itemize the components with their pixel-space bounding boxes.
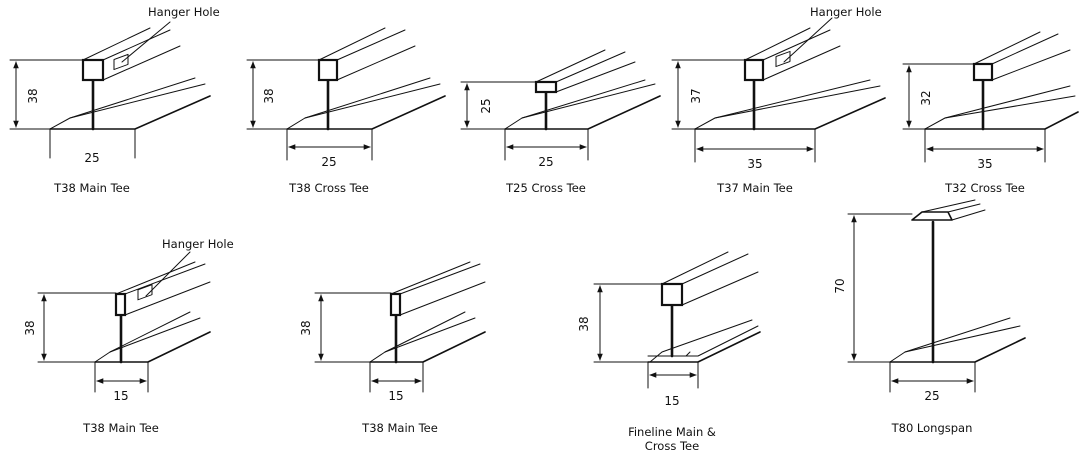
height-dimension: 32 [919, 90, 933, 105]
hanger-hole-label: Hanger Hole [148, 5, 220, 19]
profile-caption-line2: Cross Tee [645, 439, 699, 452]
width-dimension: 35 [977, 157, 992, 171]
profile-caption: T80 Longspan [891, 421, 973, 435]
profile-caption: T38 Main Tee [53, 181, 130, 195]
width-dimension: 25 [321, 155, 336, 169]
height-dimension: 38 [262, 88, 276, 103]
profile-caption: T32 Cross Tee [944, 181, 1025, 195]
profile-t38-cross-tee: 38 25 T38 Cross Tee [246, 27, 446, 195]
profile-caption-line1: Fineline Main & [628, 425, 716, 439]
profile-caption: T37 Main Tee [716, 181, 793, 195]
profile-fineline-tee: 38 15 Fineline Main & Cross Tee [577, 251, 761, 452]
height-dimension: 38 [26, 88, 40, 103]
height-dimension: 25 [479, 98, 493, 113]
height-dimension: 38 [577, 316, 591, 331]
profile-caption: T38 Main Tee [82, 421, 159, 435]
profile-caption: T38 Main Tee [361, 421, 438, 435]
height-dimension: 38 [299, 320, 313, 335]
profile-t37-main-tee: Hanger Hole 37 35 T37 Main Tee [671, 5, 886, 195]
hanger-hole-label: Hanger Hole [810, 5, 882, 19]
width-dimension: 15 [113, 389, 128, 403]
width-dimension: 35 [747, 157, 762, 171]
width-dimension: 15 [664, 394, 679, 408]
profile-t80-longspan: 70 25 T80 Longspan [833, 199, 1026, 435]
width-dimension: 25 [84, 151, 99, 165]
profile-caption: T25 Cross Tee [505, 181, 586, 195]
profile-t25-cross-tee: 25 25 T25 Cross Tee [460, 49, 661, 195]
hanger-hole-label: Hanger Hole [162, 237, 234, 251]
profile-t38-main-tee-2: Hanger Hole 38 15 T38 Main Tee [23, 237, 234, 435]
width-dimension: 25 [538, 155, 553, 169]
height-dimension: 70 [833, 278, 847, 293]
profile-t38-main-tee-3: 38 15 T38 Main Tee [299, 261, 486, 435]
profile-t38-main-tee-1: Hanger Hole 38 25 T38 Main Tee [9, 5, 220, 195]
height-dimension: 37 [689, 88, 703, 103]
profile-t32-cross-tee: 32 35 T32 Cross Tee [902, 31, 1079, 195]
width-dimension: 15 [388, 389, 403, 403]
profile-caption: T38 Cross Tee [288, 181, 369, 195]
height-dimension: 38 [23, 320, 37, 335]
width-dimension: 25 [924, 389, 939, 403]
